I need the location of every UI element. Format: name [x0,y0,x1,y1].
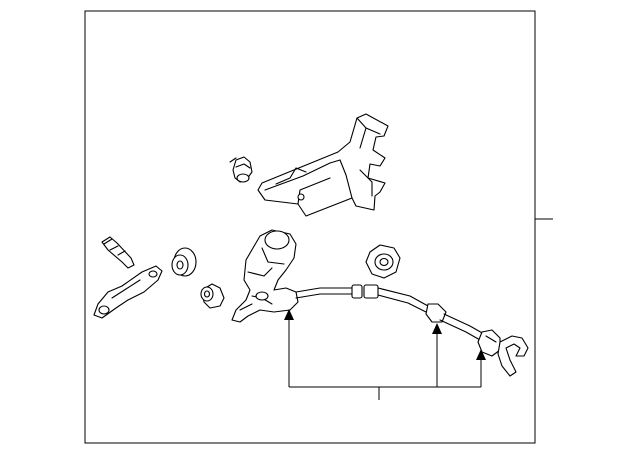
cable-end-clip [497,335,529,377]
cable-callout [284,309,486,400]
callout-arrowhead [476,349,486,360]
shift-lever-cable-end [231,229,299,323]
nut [365,244,401,279]
small-bushing [200,283,225,309]
push-clip [229,156,253,183]
grommet [171,247,197,277]
bolt [101,236,135,269]
callout-arrowhead [284,309,294,320]
callout-arrowhead [432,323,442,334]
upper-bracket [257,113,389,217]
shift-cable [295,284,501,357]
diagram-frame [84,10,536,444]
link-plate [93,265,163,319]
